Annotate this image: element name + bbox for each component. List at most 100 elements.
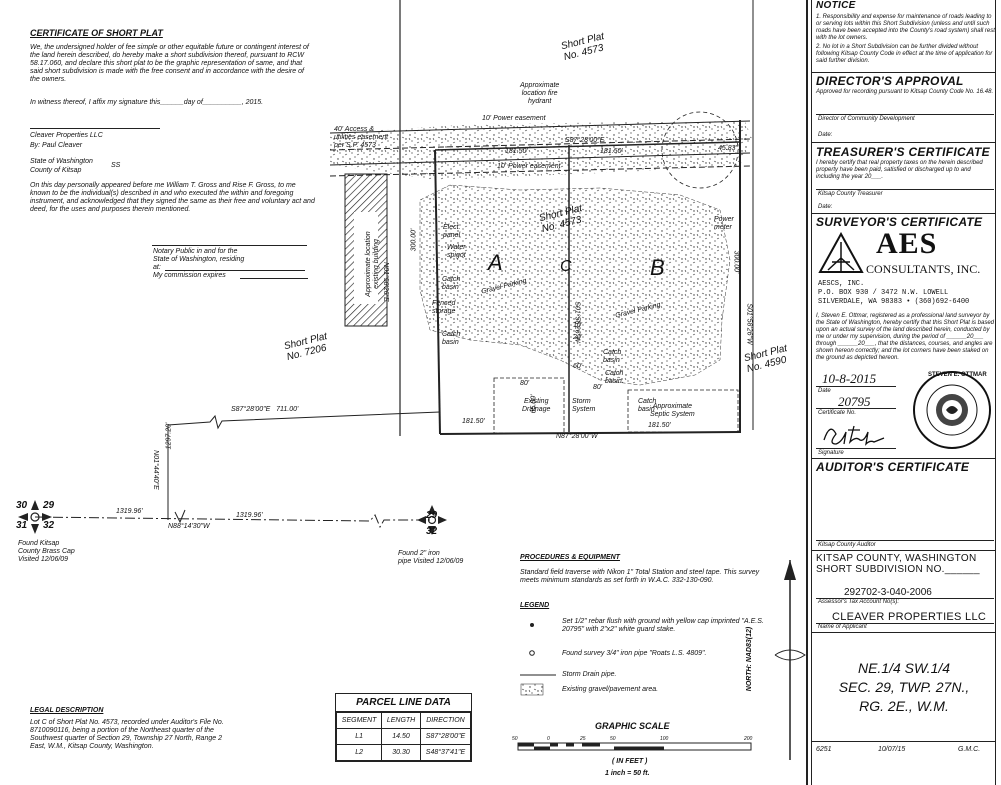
signature-caption: Signature <box>818 450 844 456</box>
signature-date: 10-8-2015 <box>822 371 877 386</box>
dim-20: 20' <box>573 334 583 341</box>
treasurer-sig-line <box>816 189 994 190</box>
septic-box <box>627 389 739 433</box>
aes-logo-icon <box>818 232 864 273</box>
dim-60: 60' <box>573 363 583 370</box>
found-brass-cap-label: Found Kitsap County Brass Cap Visited 12… <box>18 540 75 563</box>
certificate-title: CERTIFICATE OF SHORT PLAT <box>30 28 163 38</box>
legal-text: Lot C of Short Plat No. 4573, recorded u… <box>30 719 224 750</box>
county-title-1: KITSAP COUNTY, WASHINGTON <box>816 553 977 564</box>
date-line <box>816 386 896 387</box>
catch-basin-label-3: Catch basin <box>603 349 622 364</box>
notary-line-3: at: <box>153 264 161 271</box>
applicant-line <box>816 623 994 624</box>
legend-iron-pipe: Found survey 3/4" iron pipe "Roats L.S. … <box>562 650 707 657</box>
dim-80-left: 80' <box>520 380 530 387</box>
notary-line-4: My commission expires <box>153 272 226 279</box>
applicant-caption: Name of Applicant <box>818 624 867 630</box>
right-panel-border-inner <box>811 0 812 785</box>
septic-system-label: Approximate Septic System <box>650 403 695 418</box>
water-spigot-label: Water spigot <box>447 244 466 259</box>
divider <box>811 550 995 551</box>
baseline-711 <box>167 411 441 430</box>
auditor-title: AUDITOR'S CERTIFICATE <box>816 460 970 474</box>
segment-cell: L2 <box>335 744 383 761</box>
scale-tick-50b: 50 <box>610 736 616 742</box>
bearing-711: S87°28'00"E 711.00' <box>231 406 299 413</box>
dim-1297: 1297.20' <box>165 422 173 450</box>
fire-hydrant-label: Approximate location fire hydrant <box>520 82 560 105</box>
section-line <box>34 514 430 529</box>
bearing-left: N01°58'26"E <box>381 262 389 302</box>
aes-title: AES <box>876 227 938 260</box>
dim-80-right: 80' <box>593 384 603 391</box>
segment-cell: L1 <box>335 728 383 745</box>
catch-basin-label-4: Catch basin <box>605 370 624 385</box>
table-row: L2 30.30 S48°37'41"E <box>335 744 472 761</box>
location-line-2: SEC. 29, TWP. 27N., <box>838 679 970 695</box>
job-number: 6251 <box>816 746 832 753</box>
notary-line-2: State of Washington, residing <box>153 256 245 263</box>
existing-building-label: Approximate location existing building <box>365 231 380 297</box>
parcel-table-title: PARCEL LINE DATA <box>336 694 471 712</box>
storm-system-label: Storm System <box>572 398 596 413</box>
tax-account-number: 292702-3-040-2006 <box>844 587 932 598</box>
witness-line: In witness thereof, I affix my signature… <box>30 99 264 106</box>
owner-name: Cleaver Properties LLC <box>30 132 103 139</box>
scale-unit: ( IN FEET ) <box>612 758 648 765</box>
legend-storm-drain: Storm Drain pipe. <box>562 671 617 678</box>
catch-basin-label-5: Catch basin <box>638 398 657 413</box>
divider <box>811 741 995 742</box>
signature-line <box>816 448 896 449</box>
drafter-initials: G.M.C. <box>958 746 981 753</box>
director-title: DIRECTOR'S APPROVAL <box>816 74 964 88</box>
aes-address-3: SILVERDALE, WA 98383 • (360)692-6400 <box>818 298 970 306</box>
lot-a-label: A <box>488 250 503 275</box>
director-section: DIRECTOR'S APPROVAL Approved for recordi… <box>816 74 996 96</box>
right-panel-border <box>806 0 808 785</box>
survey-map <box>18 0 806 760</box>
location-line-1: NE.1/4 SW.1/4 <box>857 660 951 676</box>
treasurer-text: I hereby certify that real property taxe… <box>816 160 983 180</box>
bearing-right: S01°58'26"W <box>745 303 753 345</box>
auditor-sig-label: Kitsap County Auditor <box>818 542 876 548</box>
surveyor-signature <box>823 425 885 446</box>
surveyor-certificate-text: I, Steven E. Ottmar, registered as a pro… <box>816 313 994 361</box>
divider <box>811 458 995 459</box>
county-label: County of Kitsap <box>30 167 82 174</box>
notary-expiry-line <box>240 278 308 279</box>
corner-right-num-32: 32 <box>426 526 438 537</box>
scale-tick-50a: 50 <box>512 736 518 742</box>
director-sig-label: Director of Community Development <box>818 116 915 122</box>
access-easement-label: 40' Access & utilities easement per S.P.… <box>334 126 389 149</box>
corner-right-num-29: 29 <box>426 510 438 521</box>
dim-181-50-d: 181.50' <box>648 422 671 429</box>
header-length: LENGTH <box>381 712 421 729</box>
scale-tick-200: 200 <box>744 736 753 742</box>
divider <box>811 142 995 143</box>
divider <box>811 213 995 214</box>
director-text: Approved for recording pursuant to Kitsa… <box>816 89 994 95</box>
divider <box>811 72 995 73</box>
fenced-storage-label: Fenced storage <box>432 300 456 315</box>
bearing-n01: N01°44'40"E <box>151 450 159 490</box>
dim-10: 10' <box>573 322 583 329</box>
notary-line-1: Notary Public in and for the <box>153 248 238 255</box>
corner-num-32: 32 <box>43 520 55 531</box>
notice-item-2: 2. No lot in a Short Subdivision can be … <box>816 44 993 64</box>
surveyor-seal-icon <box>913 371 991 449</box>
dim-1319-a: 1319.96' <box>116 508 143 515</box>
director-sig-line <box>816 114 994 115</box>
tax-line <box>816 598 994 599</box>
scale-tick-100: 100 <box>660 736 669 742</box>
legal-title: LEGAL DESCRIPTION <box>30 707 104 714</box>
date-caption: Date <box>818 388 831 394</box>
notice-section: NOTICE 1. Responsibility and expense for… <box>816 0 996 65</box>
lot-b-label: B <box>650 255 665 280</box>
bearing-top: S87°28'00"E <box>565 137 605 144</box>
parcel-table-header: SEGMENT LENGTH DIRECTION <box>335 712 472 729</box>
seal-text: STEVEN E. OTTMAR <box>928 372 987 378</box>
header-direction: DIRECTION <box>419 712 472 729</box>
treasurer-sig-label: Kitsap County Treasurer <box>818 191 883 197</box>
scale-tick-25: 25 <box>580 736 586 742</box>
